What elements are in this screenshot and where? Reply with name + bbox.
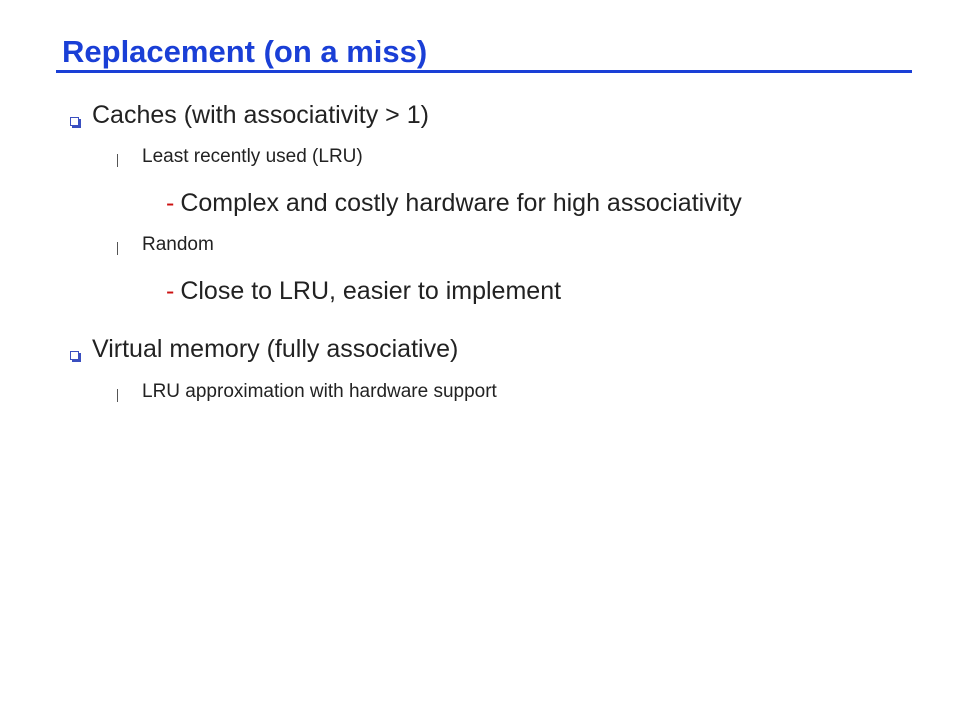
slide-title: Replacement (on a miss): [62, 34, 428, 69]
sub-bullet-lru: Least recently used (LRU): [142, 146, 363, 168]
square-bullet-icon: [70, 351, 79, 360]
dash-marker: -: [166, 277, 175, 305]
detail-random: - Close to LRU, easier to implement: [166, 277, 561, 306]
sub-bullet-icon: [117, 389, 118, 402]
title-underline: [56, 70, 912, 73]
bullet-caches: Caches (with associativity > 1): [92, 101, 429, 130]
sub-bullet-random: Random: [142, 234, 214, 256]
detail-lru: - Complex and costly hardware for high a…: [166, 189, 742, 218]
sub-bullet-icon: [117, 154, 118, 167]
sub-bullet-text: Least recently used (LRU): [142, 146, 363, 167]
sub-bullet-lru-approximation: LRU approximation with hardware support: [142, 381, 497, 403]
dash-marker: -: [166, 189, 175, 217]
sub-bullet-text: LRU approximation with hardware support: [142, 381, 497, 402]
bullet-text: Caches (with associativity > 1): [92, 101, 429, 129]
square-bullet-icon: [70, 117, 79, 126]
detail-text: Close to LRU, easier to implement: [180, 277, 562, 305]
sub-bullet-icon: [117, 242, 118, 255]
bullet-text: Virtual memory (fully associative): [92, 335, 459, 363]
sub-bullet-text: Random: [142, 234, 214, 255]
detail-text: Complex and costly hardware for high ass…: [180, 189, 742, 217]
bullet-virtual-memory: Virtual memory (fully associative): [92, 335, 458, 364]
